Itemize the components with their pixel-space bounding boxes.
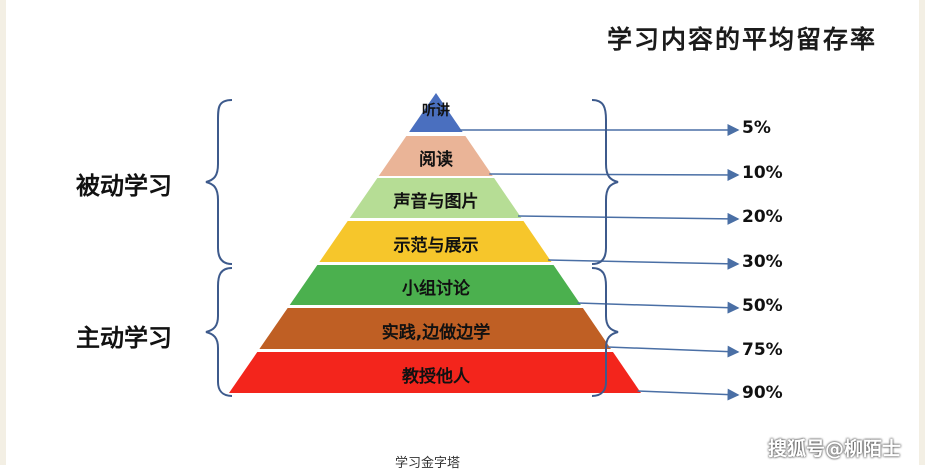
watermark: 搜狐号@柳陌士 (768, 438, 902, 460)
pyramid-tier (378, 136, 493, 176)
retention-rate: 90% (742, 383, 783, 403)
tier-label: 示范与展示 (393, 235, 479, 256)
rate-arrow (489, 168, 740, 181)
passive-learning-label: 被动学习 (76, 172, 172, 200)
tier-label: 实践,边做边学 (381, 322, 491, 343)
right-brace-active (591, 267, 619, 397)
pyramid-tier (229, 352, 641, 393)
tier-label: 小组讨论 (402, 279, 470, 299)
active-learning-label: 主动学习 (76, 324, 172, 352)
retention-rate: 10% (742, 163, 783, 183)
pyramid-tier (319, 221, 552, 262)
retention-rate: 50% (742, 296, 783, 316)
left-brace-active (205, 267, 233, 397)
retention-rate: 20% (742, 207, 783, 227)
retention-rate: 5% (742, 118, 771, 138)
rate-arrow (607, 345, 740, 358)
left-edge-band (0, 0, 6, 465)
pyramid-tier (349, 178, 522, 218)
right-brace-passive (591, 99, 619, 265)
tier-label: 教授他人 (402, 366, 470, 387)
tier-label: 声音与图片 (393, 192, 479, 212)
pyramid-caption: 学习金字塔 (395, 456, 461, 471)
rate-arrow (577, 301, 740, 314)
rate-arrow (637, 388, 740, 401)
tier-label: 阅读 (419, 150, 453, 170)
tier-label: 听讲 (422, 103, 450, 119)
rate-arrow (518, 212, 740, 225)
retention-rate: 75% (742, 340, 783, 360)
diagram-title: 学习内容的平均留存率 (607, 25, 878, 54)
pyramid-tier (289, 265, 581, 305)
left-brace-passive (205, 99, 233, 265)
rate-arrow (548, 257, 740, 270)
right-edge-band (919, 0, 925, 465)
pyramid-tier (409, 93, 463, 132)
retention-rate: 30% (742, 252, 783, 272)
pyramid-tier (259, 308, 611, 349)
